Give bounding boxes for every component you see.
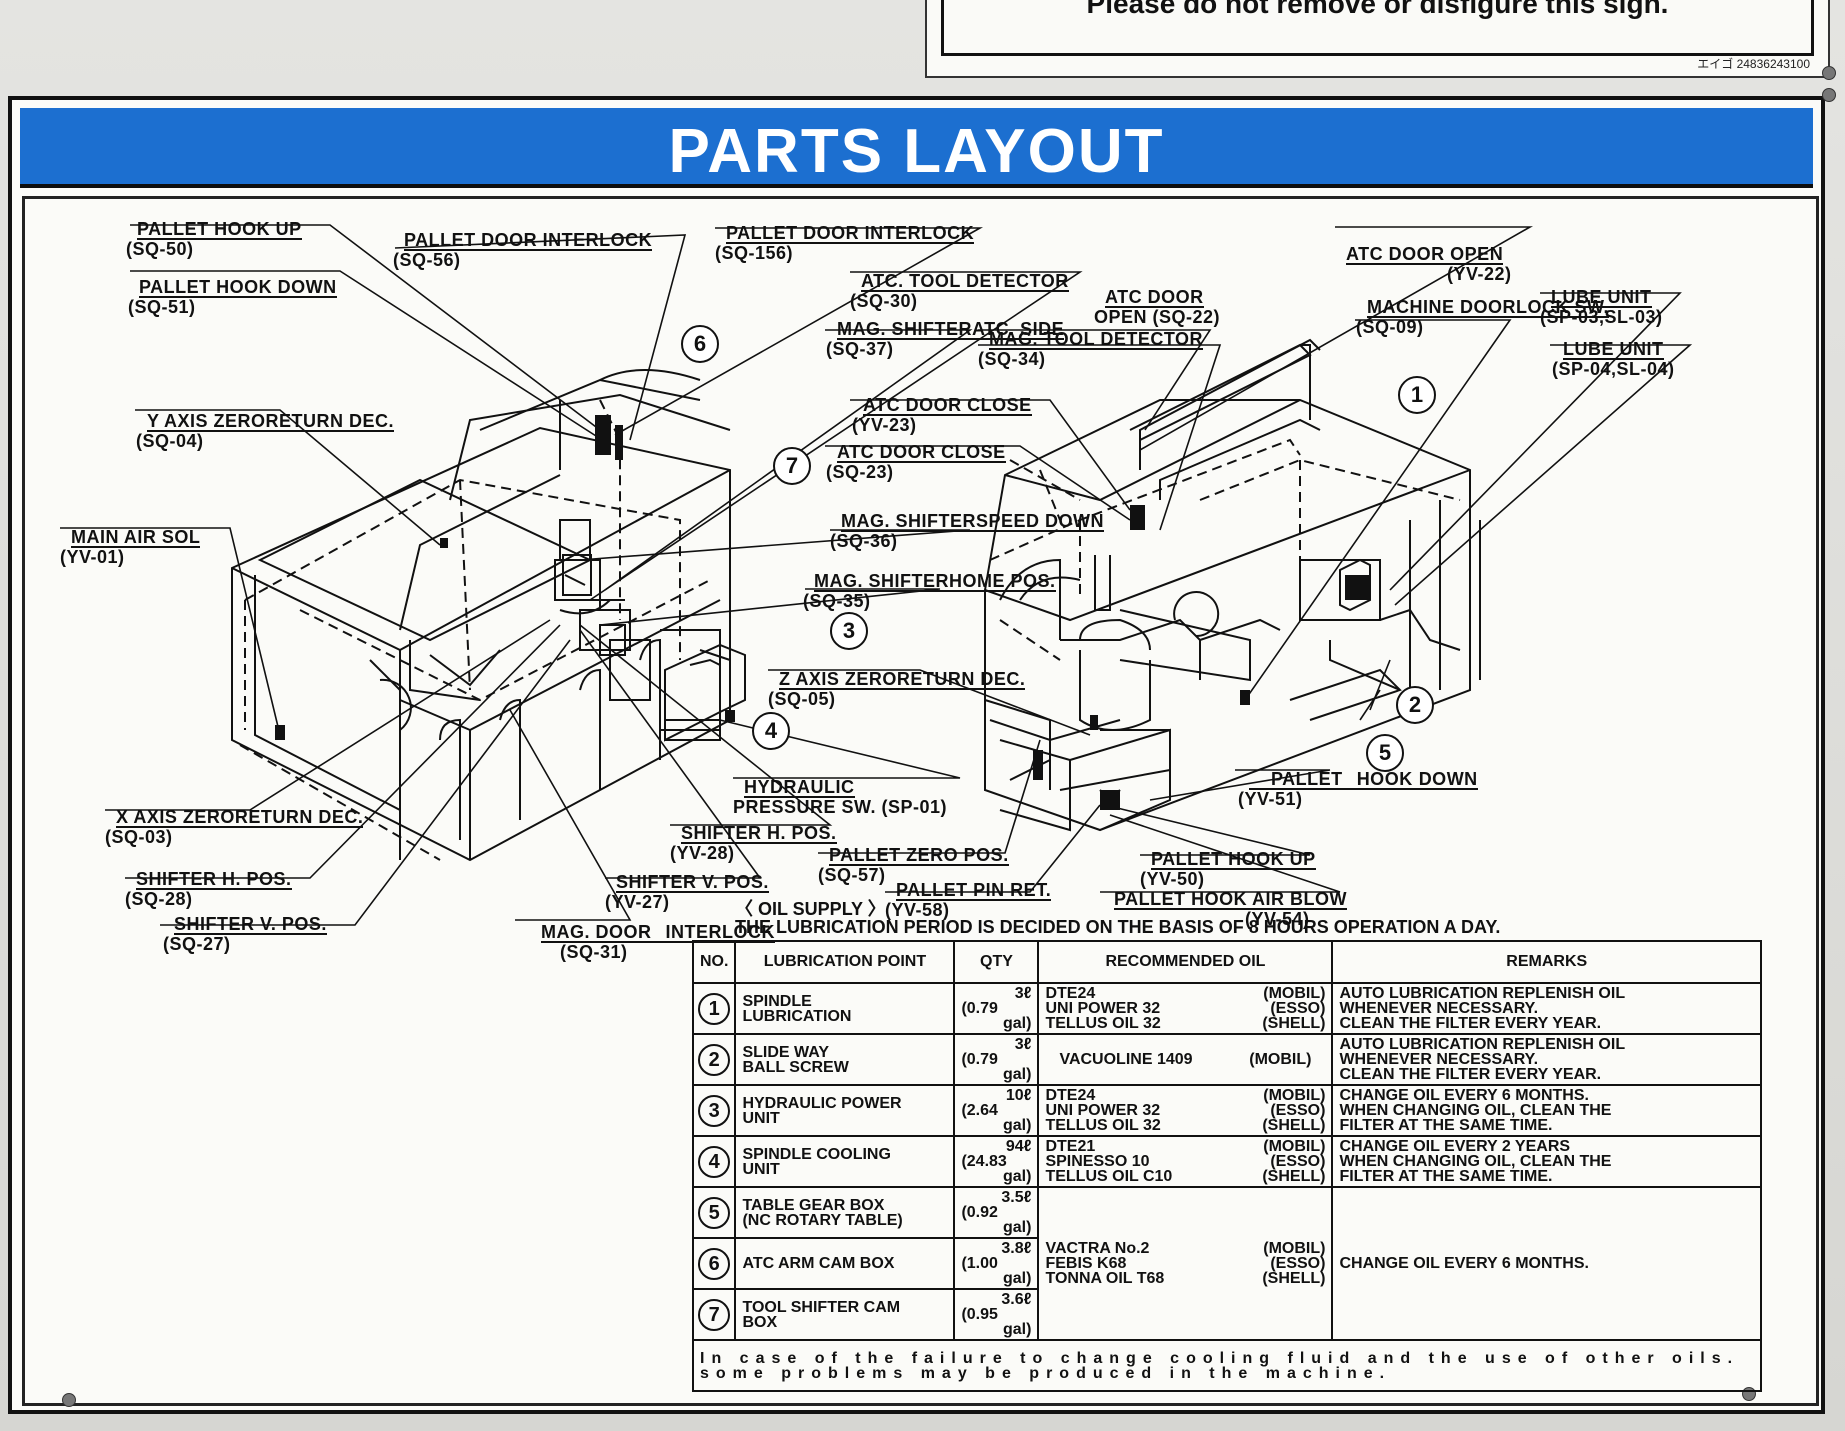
- label-shifter-v-pos-sq27: SHIFTER V. POS.(SQ-27): [163, 914, 327, 954]
- right-machine-drawing: [984, 338, 1481, 832]
- label-pallet-door-interlock-sq56: PALLET DOOR INTERLOCK(SQ-56): [393, 230, 653, 270]
- oil-supply-table: NO. LUBRICATION POINT QTY RECOMMENDED OI…: [691, 940, 1762, 1392]
- screw-icon: [62, 1393, 76, 1407]
- label-atc-tool-detector-sq30: ATC. TOOL DETECTOR(SQ-30): [850, 271, 1069, 311]
- leader-lines: [60, 224, 1693, 926]
- label-z-axis-zero-return-sq05: Z AXIS ZERORETURN DEC.(SQ-05): [768, 669, 1026, 709]
- callout-4: 4: [752, 712, 790, 750]
- label-mag-shifter-home-pos-sq35: MAG. SHIFTERHOME POS.(SQ-35): [803, 571, 1056, 611]
- label-y-axis-zero-return-sq04: Y AXIS ZERORETURN DEC.(SQ-04): [136, 411, 395, 451]
- upper-sign-notice: Please do not remove or disfigure this s…: [941, 0, 1814, 56]
- shared-remarks-cell: CHANGE OIL EVERY 6 MONTHS.: [1331, 1186, 1762, 1341]
- callout-6: 6: [681, 325, 719, 363]
- label-atc-door-open-yv22: ATC DOOR OPEN(YV-22): [1346, 244, 1512, 284]
- left-machine-drawing: [231, 369, 746, 862]
- label-mag-tool-detector-sq34: MAG. TOOL DETECTOR(SQ-34): [978, 329, 1204, 369]
- col-recommended-oil: RECOMMENDED OIL: [1037, 940, 1334, 984]
- page-title: PARTS LAYOUT: [668, 117, 1165, 186]
- col-qty: QTY: [953, 940, 1040, 984]
- label-x-axis-zero-return-sq03: X AXIS ZERORETURN DEC.(SQ-03): [105, 807, 364, 847]
- label-pallet-hook-air-blow-yv54: PALLET HOOK AIR BLOW(YV-54): [1114, 889, 1347, 929]
- oil-supply-header: 〈 OIL SUPPLY 〉 THE LUBRICATION PERIOD IS…: [735, 900, 1500, 936]
- col-no: NO.: [691, 940, 737, 984]
- callout-1: 1: [1398, 376, 1436, 414]
- label-pallet-door-interlock-sq156: PALLET DOOR INTERLOCK(SQ-156): [715, 223, 975, 263]
- row-number: 7: [698, 1298, 731, 1331]
- label-pallet-hook-up-sq50: PALLET HOOK UP(SQ-50): [126, 219, 302, 259]
- callout-7: 7: [773, 447, 811, 485]
- row-number: 2: [698, 1043, 731, 1076]
- label-pallet-pin-ret-yv58: PALLET PIN RET.(YV-58): [885, 880, 1052, 920]
- label-lube-unit-sp04: LUBE UNIT(SP-04,SL-04): [1552, 339, 1675, 379]
- label-mag-shifter-speed-down-sq36: MAG. SHIFTERSPEED DOWN(SQ-36): [830, 511, 1105, 551]
- diagram-panel: [22, 196, 1819, 1406]
- label-mag-shifter-atc-side-sq37: MAG. SHIFTERATC. SIDE(SQ-37): [826, 319, 1065, 359]
- table-header-row: NO. LUBRICATION POINT QTY RECOMMENDED OI…: [691, 940, 1762, 984]
- label-pallet-hook-down-sq51: PALLET HOOK DOWN(SQ-51): [128, 277, 337, 317]
- upper-sign: Please do not remove or disfigure this s…: [925, 0, 1830, 78]
- callout-2: 2: [1396, 686, 1434, 724]
- label-main-air-sol-yv01: MAIN AIR SOL(YV-01): [60, 527, 201, 567]
- table-footer-row: In case of the failure to change cooling…: [692, 1339, 1762, 1392]
- label-atc-door-close-yv23: ATC DOOR CLOSE(YV-23): [852, 395, 1032, 435]
- label-lube-unit-sp03: LUBE UNIT(SP-03,SL-03): [1540, 287, 1663, 327]
- callout-3: 3: [830, 612, 868, 650]
- row-number: 5: [698, 1196, 731, 1229]
- screw-icon: [1822, 66, 1836, 80]
- row-number: 6: [698, 1247, 731, 1280]
- callout-5: 5: [1366, 734, 1404, 772]
- label-shifter-h-pos-sq28: SHIFTER H. POS.(SQ-28): [125, 869, 292, 909]
- label-atc-door-close-sq23: ATC DOOR CLOSE(SQ-23): [826, 442, 1006, 482]
- title-banner: PARTS LAYOUT: [20, 108, 1813, 188]
- shared-oil-cell: VACTRA No.2(MOBIL) FEBIS K68(ESSO) TONNA…: [1037, 1186, 1334, 1341]
- screw-icon: [1822, 88, 1836, 102]
- upper-sign-code: エイゴ 24836243100: [1697, 57, 1810, 71]
- row-number: 4: [698, 1145, 731, 1178]
- col-remarks: REMARKS: [1331, 940, 1762, 984]
- label-shifter-v-pos-yv27: SHIFTER V. POS.(YV-27): [605, 872, 769, 912]
- label-pallet-zero-pos-sq57: PALLET ZERO POS.(SQ-57): [818, 845, 1009, 885]
- label-shifter-h-pos-yv28: SHIFTER H. POS.(YV-28): [670, 823, 837, 863]
- row-number: 1: [698, 992, 731, 1025]
- oil-supply-title: 〈 OIL SUPPLY 〉: [735, 899, 886, 919]
- row-number: 3: [698, 1094, 731, 1127]
- label-pallet-hook-up-yv50: PALLET HOOK UP(YV-50): [1140, 849, 1316, 889]
- table-row: 5 TABLE GEAR BOX(NC ROTARY TABLE) 3.5ℓ(0…: [691, 1186, 1762, 1341]
- oil-supply-note: THE LUBRICATION PERIOD IS DECIDED ON THE…: [735, 917, 1501, 937]
- col-lubrication-point: LUBRICATION POINT: [734, 940, 956, 984]
- table-footer-note: In case of the failure to change cooling…: [692, 1339, 1762, 1392]
